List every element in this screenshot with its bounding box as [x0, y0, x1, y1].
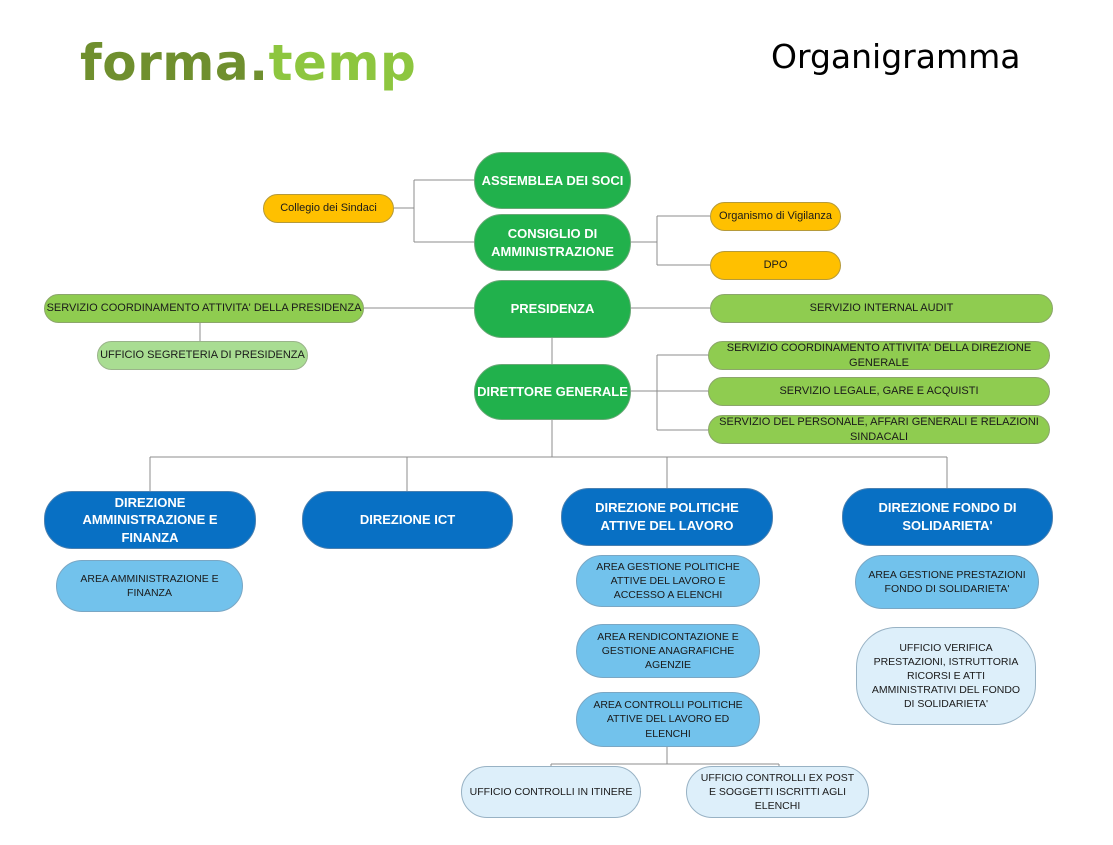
node-collegio-dei-sindaci: Collegio dei Sindaci: [263, 194, 394, 223]
node-consiglio-di-amministrazione: CONSIGLIO DI AMMINISTRAZIONE: [474, 214, 631, 271]
forma-temp-logo: forma.temp: [80, 34, 417, 92]
node-dpo: DPO: [710, 251, 841, 280]
node-ufficio-controlli-ex-post: UFFICIO CONTROLLI EX POST E SOGGETTI ISC…: [686, 766, 869, 818]
node-direzione-politiche-attive: DIREZIONE POLITICHE ATTIVE DEL LAVORO: [561, 488, 773, 546]
node-servizio-legale: SERVIZIO LEGALE, GARE E ACQUISTI: [708, 377, 1050, 406]
node-area-controlli-politiche-attive: AREA CONTROLLI POLITICHE ATTIVE DEL LAVO…: [576, 692, 760, 747]
node-direttore-generale: DIRETTORE GENERALE: [474, 364, 631, 420]
node-organismo-di-vigilanza: Organismo di Vigilanza: [710, 202, 841, 231]
node-ufficio-segreteria-presidenza: UFFICIO SEGRETERIA DI PRESIDENZA: [97, 341, 308, 370]
node-area-gestione-politiche-attive: AREA GESTIONE POLITICHE ATTIVE DEL LAVOR…: [576, 555, 760, 607]
node-servizio-coordinamento-presidenza: SERVIZIO COORDINAMENTO ATTIVITA' DELLA P…: [44, 294, 364, 323]
node-area-gestione-prestazioni: AREA GESTIONE PRESTAZIONI FONDO DI SOLID…: [855, 555, 1039, 609]
node-direzione-amministrazione-finanza: DIREZIONE AMMINISTRAZIONE E FINANZA: [44, 491, 256, 549]
node-area-rendicontazione: AREA RENDICONTAZIONE E GESTIONE ANAGRAFI…: [576, 624, 760, 678]
node-presidenza: PRESIDENZA: [474, 280, 631, 338]
node-area-amministrazione-finanza: AREA AMMINISTRAZIONE E FINANZA: [56, 560, 243, 612]
node-direzione-fondo-solidarieta: DIREZIONE FONDO DI SOLIDARIETA': [842, 488, 1053, 546]
node-ufficio-controlli-itinere: UFFICIO CONTROLLI IN ITINERE: [461, 766, 641, 818]
node-servizio-personale: SERVIZIO DEL PERSONALE, AFFARI GENERALI …: [708, 415, 1050, 444]
node-assemblea-dei-soci: ASSEMBLEA DEI SOCI: [474, 152, 631, 209]
node-direzione-ict: DIREZIONE ICT: [302, 491, 513, 549]
node-servizio-coordinamento-dg: SERVIZIO COORDINAMENTO ATTIVITA' DELLA D…: [708, 341, 1050, 370]
node-ufficio-verifica-prestazioni: UFFICIO VERIFICA PRESTAZIONI, ISTRUTTORI…: [856, 627, 1036, 725]
node-servizio-internal-audit: SERVIZIO INTERNAL AUDIT: [710, 294, 1053, 323]
page-title: Organigramma: [771, 37, 1021, 76]
